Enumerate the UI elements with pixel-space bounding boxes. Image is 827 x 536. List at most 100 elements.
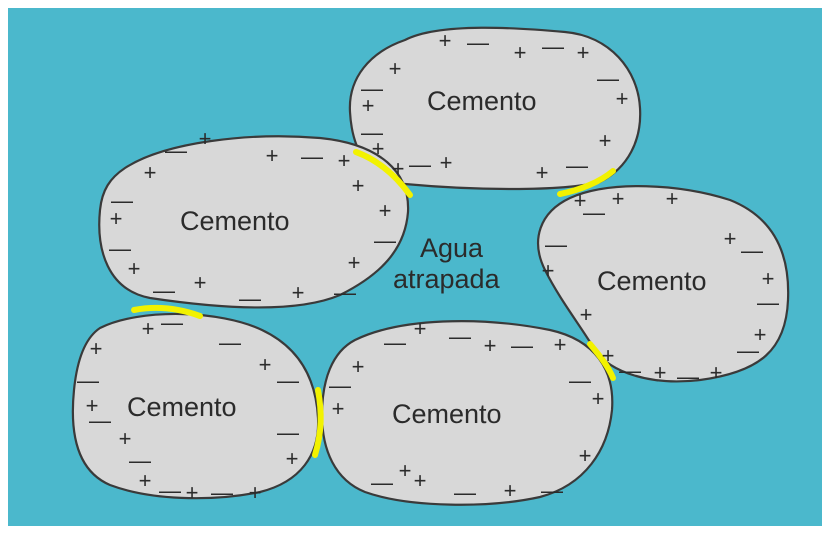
label-cement-left: Cemento <box>180 206 290 236</box>
negative-charge-sign: — <box>89 408 111 433</box>
negative-charge-sign: — <box>277 368 299 393</box>
positive-charge-sign: + <box>389 56 402 81</box>
negative-charge-sign: — <box>329 373 351 398</box>
negative-charge-sign: — <box>277 420 299 445</box>
positive-charge-sign: + <box>439 28 452 53</box>
positive-charge-sign: + <box>542 258 555 283</box>
positive-charge-sign: + <box>186 480 199 505</box>
positive-charge-sign: + <box>372 136 385 161</box>
negative-charge-sign: — <box>454 480 476 505</box>
positive-charge-sign: + <box>536 160 549 185</box>
negative-charge-sign: — <box>409 152 431 177</box>
negative-charge-sign: — <box>449 324 471 349</box>
positive-charge-sign: + <box>399 458 412 483</box>
positive-charge-sign: + <box>710 360 723 385</box>
positive-charge-sign: + <box>379 198 392 223</box>
negative-charge-sign: — <box>239 286 261 311</box>
positive-charge-sign: + <box>362 93 375 118</box>
contact-bridge-center-right <box>587 341 616 381</box>
positive-charge-sign: + <box>286 446 299 471</box>
positive-charge-sign: + <box>110 206 123 231</box>
positive-charge-sign: + <box>194 270 207 295</box>
positive-charge-sign: + <box>352 354 365 379</box>
contact-bridge-left-bottomleft <box>131 305 203 319</box>
negative-charge-sign: — <box>583 200 605 225</box>
positive-charge-sign: + <box>554 332 567 357</box>
positive-charge-sign: + <box>414 316 427 341</box>
negative-charge-sign: — <box>545 232 567 257</box>
positive-charge-sign: + <box>579 443 592 468</box>
negative-charge-sign: — <box>301 144 323 169</box>
positive-charge-sign: + <box>616 86 629 111</box>
positive-charge-sign: + <box>599 128 612 153</box>
positive-charge-sign: + <box>484 333 497 358</box>
positive-charge-sign: + <box>592 386 605 411</box>
negative-charge-sign: — <box>384 330 406 355</box>
surface-charge-signs: +—+—++——++—+++—++—+—++—+—+++——++—+—+—+—+… <box>77 28 779 505</box>
negative-charge-sign: — <box>111 188 133 213</box>
positive-charge-sign: + <box>666 186 679 211</box>
negative-charge-sign: — <box>511 333 533 358</box>
positive-charge-sign: + <box>612 186 625 211</box>
label-trapped-water-line1: Agua <box>420 233 484 263</box>
positive-charge-sign: + <box>90 336 103 361</box>
positive-charge-sign: + <box>724 226 737 251</box>
negative-charge-sign: — <box>569 368 591 393</box>
positive-charge-sign: + <box>440 150 453 175</box>
negative-charge-sign: — <box>361 76 383 101</box>
positive-charge-sign: + <box>259 352 272 377</box>
positive-charge-sign: + <box>392 156 405 181</box>
positive-charge-sign: + <box>86 393 99 418</box>
negative-charge-sign: — <box>129 448 151 473</box>
positive-charge-sign: + <box>762 266 775 291</box>
positive-charge-sign: + <box>580 302 593 327</box>
positive-charge-sign: + <box>754 322 767 347</box>
positive-charge-sign: + <box>142 316 155 341</box>
positive-charge-sign: + <box>266 143 279 168</box>
positive-charge-sign: + <box>144 160 157 185</box>
positive-charge-sign: + <box>654 360 667 385</box>
negative-charge-sign: — <box>211 480 233 505</box>
negative-charge-sign: — <box>542 34 564 59</box>
negative-charge-sign: — <box>334 280 356 305</box>
negative-charge-sign: — <box>741 238 763 263</box>
label-cement-bottom-center: Cemento <box>392 399 502 429</box>
negative-charge-sign: — <box>159 478 181 503</box>
negative-charge-sign: — <box>361 120 383 145</box>
negative-charge-sign: — <box>597 66 619 91</box>
positive-charge-sign: + <box>514 40 527 65</box>
label-cement-right: Cemento <box>597 266 707 296</box>
negative-charge-sign: — <box>219 330 241 355</box>
negative-charge-sign: — <box>737 338 759 363</box>
cement-particle-bottom-left <box>71 312 320 500</box>
positive-charge-sign: + <box>504 478 517 503</box>
negative-charge-sign: — <box>467 30 489 55</box>
negative-charge-sign: — <box>165 138 187 163</box>
positive-charge-sign: + <box>577 40 590 65</box>
negative-charge-sign: — <box>541 478 563 503</box>
positive-charge-sign: + <box>574 188 587 213</box>
positive-charge-sign: + <box>249 480 262 505</box>
label-cement-bottom-left: Cemento <box>127 392 237 422</box>
contact-bridge-top-right <box>557 168 616 197</box>
negative-charge-sign: — <box>161 310 183 335</box>
positive-charge-sign: + <box>332 396 345 421</box>
negative-charge-sign: — <box>566 153 588 178</box>
negative-charge-sign: — <box>371 470 393 495</box>
cement-particle-left <box>98 135 410 309</box>
positive-charge-sign: + <box>119 426 132 451</box>
negative-charge-sign: — <box>153 278 175 303</box>
negative-charge-sign: — <box>109 236 131 261</box>
negative-charge-sign: — <box>77 368 99 393</box>
contact-bridge-bottomleft-center <box>312 387 324 458</box>
positive-charge-sign: + <box>352 173 365 198</box>
label-trapped-water-line2: atrapada <box>393 264 501 294</box>
negative-charge-sign: — <box>619 358 641 383</box>
positive-charge-sign: + <box>128 256 141 281</box>
negative-charge-sign: — <box>374 228 396 253</box>
contact-bridge-top-left <box>353 149 413 198</box>
cement-particle-right <box>537 185 790 383</box>
positive-charge-sign: + <box>338 148 351 173</box>
